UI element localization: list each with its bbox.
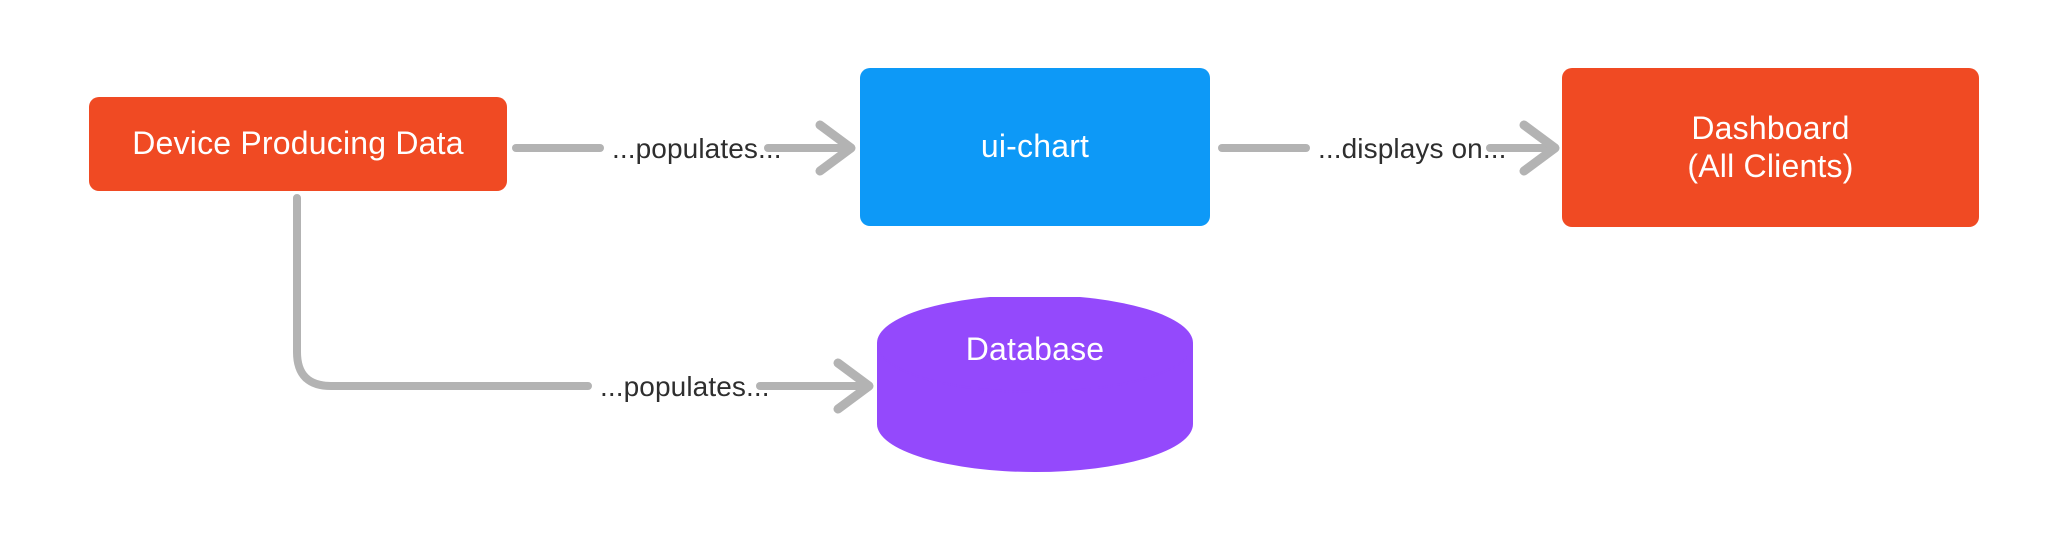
node-label: Database (965, 331, 1105, 367)
edge-device-to-uichart (512, 120, 856, 176)
node-label: ui-chart (980, 128, 1090, 165)
arrowhead-icon (815, 120, 856, 176)
node-ui-chart[interactable]: ui-chart (860, 68, 1210, 226)
arrowhead-icon (1519, 120, 1560, 176)
edge-elbow-path (293, 194, 592, 390)
node-label-line-1: Dashboard (1691, 109, 1850, 146)
node-dashboard[interactable]: Dashboard (All Clients) (1562, 68, 1979, 227)
node-label-line-2: (All Clients) (1687, 147, 1854, 184)
node-device-producing-data[interactable]: Device Producing Data (89, 97, 507, 191)
arrowhead-icon (833, 358, 874, 414)
node-label: Device Producing Data (132, 125, 464, 162)
edge-label-populates-to-ui-chart: ...populates... (612, 133, 782, 164)
cylinder-top-overlay (877, 295, 1193, 391)
edge-label-displays-on: ...displays on... (1318, 133, 1507, 164)
node-database[interactable]: Database (875, 295, 1195, 472)
edge-device-to-database (293, 194, 874, 414)
cylinder-icon (875, 295, 1195, 472)
edge-uichart-to-dashboard (1218, 120, 1560, 176)
edge-label-populates-to-database: ...populates... (600, 371, 770, 402)
